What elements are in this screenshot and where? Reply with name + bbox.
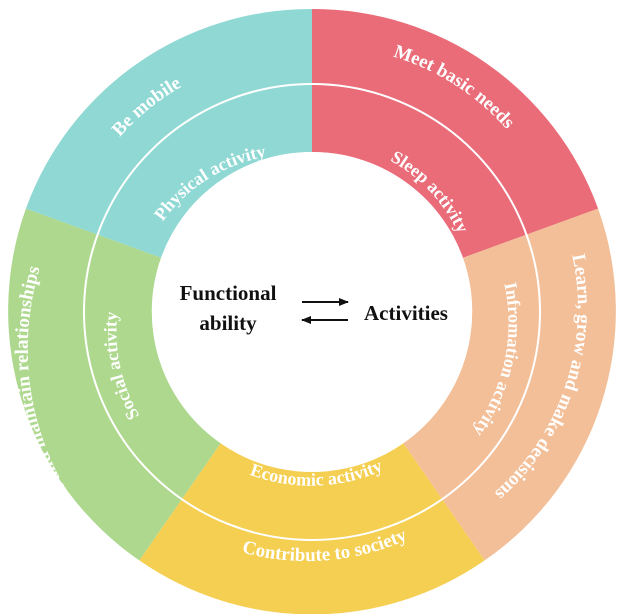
segment-build-relationships xyxy=(8,208,221,561)
ring-divider xyxy=(83,83,541,541)
center-ability-label: ability xyxy=(199,311,257,335)
center-activities-label: Activities xyxy=(364,301,448,325)
segment-learn-grow xyxy=(403,208,616,561)
segment-contribute-society xyxy=(139,443,485,614)
center-disc xyxy=(152,152,472,472)
center-functional-label: Functional xyxy=(180,281,277,305)
